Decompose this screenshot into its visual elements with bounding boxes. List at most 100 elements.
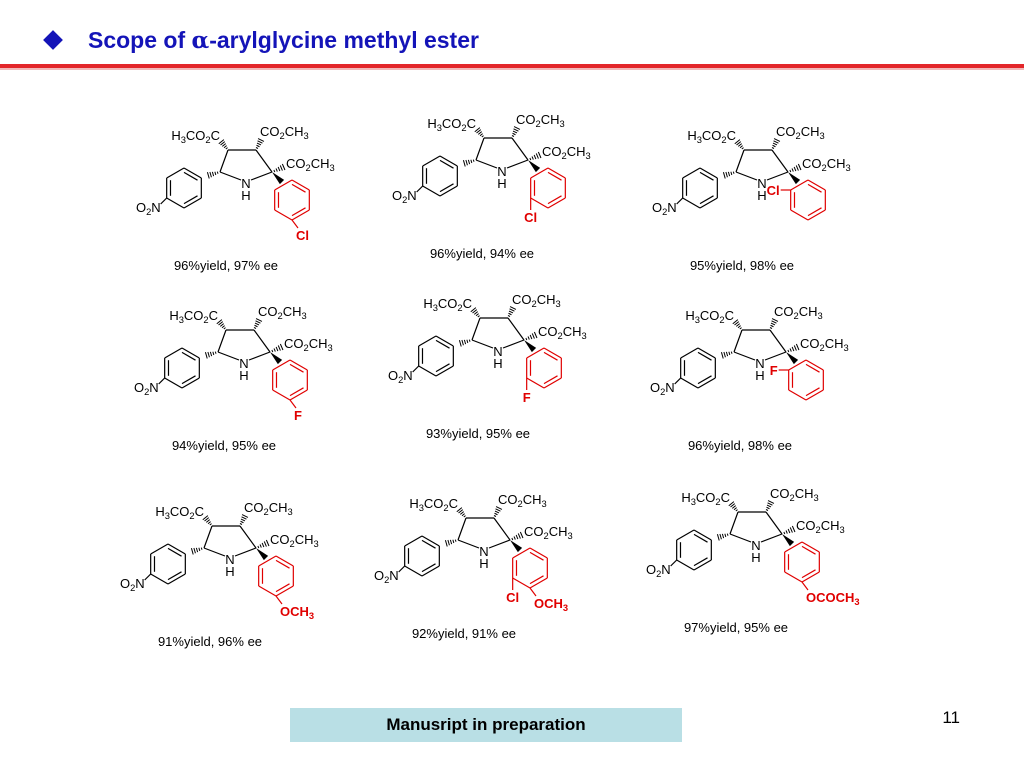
bond	[770, 322, 776, 326]
bond	[670, 559, 678, 567]
substituent-label: F	[294, 408, 302, 423]
bond	[253, 329, 271, 353]
bond	[274, 209, 293, 221]
bond	[791, 525, 796, 533]
bond	[204, 352, 208, 359]
bond	[289, 389, 308, 401]
nitro-label: O2N	[650, 380, 675, 397]
bond	[736, 141, 742, 146]
bond	[239, 523, 243, 525]
title-text: Scope of α-arylglycine methyl ester	[88, 27, 479, 54]
bond	[206, 172, 210, 179]
bond	[472, 309, 478, 314]
bond	[791, 346, 795, 352]
bond	[731, 505, 737, 509]
nitro-label: O2N	[136, 200, 161, 217]
atom-label: N	[757, 176, 766, 191]
bond	[167, 547, 182, 557]
bond	[254, 322, 260, 326]
bond	[248, 351, 271, 361]
bond	[789, 169, 792, 173]
bond	[735, 171, 758, 181]
bond	[765, 509, 769, 511]
bond	[220, 141, 226, 146]
bond	[225, 147, 228, 150]
bond	[241, 514, 249, 518]
bond	[444, 540, 448, 547]
ester-label: H3CO2C	[409, 496, 458, 513]
bond	[517, 533, 521, 539]
bond	[181, 351, 196, 361]
ester-label: H3CO2C	[687, 128, 736, 145]
atom-label: H	[497, 176, 506, 191]
page-number: 11	[942, 708, 960, 727]
bond	[275, 583, 290, 593]
bond	[274, 179, 293, 191]
substituent-label: Cl	[296, 228, 309, 243]
wedge-bond	[272, 172, 285, 185]
bond	[289, 363, 304, 373]
nitro-label: O2N	[120, 576, 145, 593]
bond	[733, 351, 756, 361]
bond	[271, 349, 274, 353]
bond	[793, 166, 797, 172]
ester-label: CO2CH3	[286, 156, 335, 173]
bond	[725, 351, 729, 357]
bond	[183, 197, 202, 209]
ester-label: CO2CH3	[524, 524, 573, 541]
bond	[212, 351, 215, 356]
bond	[454, 539, 457, 542]
bond	[167, 573, 186, 585]
bond	[728, 501, 735, 507]
bond	[739, 145, 743, 149]
bond	[291, 209, 310, 221]
atom-label: H	[479, 556, 488, 571]
bond	[789, 348, 792, 352]
bond	[273, 169, 276, 173]
bond	[474, 127, 481, 133]
bond	[223, 327, 226, 330]
bond	[217, 329, 227, 353]
bond	[493, 515, 497, 517]
bond	[447, 539, 450, 546]
bond	[512, 132, 516, 136]
bond	[765, 511, 783, 535]
bond	[470, 159, 473, 164]
result-label: 91%yield, 96% ee	[158, 634, 262, 649]
atom-label: H	[757, 188, 766, 203]
bond	[791, 168, 794, 172]
bond	[209, 171, 212, 178]
bond	[511, 135, 515, 137]
bond	[543, 351, 558, 361]
bond	[769, 327, 773, 329]
ester-label: CO2CH3	[796, 518, 845, 535]
bond	[412, 365, 420, 373]
bond	[183, 195, 198, 205]
nitro-label: O2N	[646, 562, 671, 579]
bond	[537, 151, 542, 159]
bond	[465, 159, 468, 166]
bond	[289, 387, 304, 397]
bond	[475, 137, 485, 161]
bond	[256, 144, 260, 148]
bond	[466, 339, 469, 344]
bond	[805, 363, 820, 373]
bond	[219, 323, 225, 327]
bond	[259, 544, 262, 548]
bond	[164, 377, 183, 389]
bond	[529, 577, 548, 589]
title-divider-shadow	[0, 68, 1024, 70]
ester-label: CO2CH3	[770, 486, 819, 503]
bond	[772, 142, 778, 146]
substituent-label: OCH3	[534, 596, 568, 613]
bond	[422, 185, 441, 197]
wedge-bond	[786, 352, 799, 365]
atom-label: H	[751, 550, 760, 565]
bond	[787, 528, 791, 534]
bond	[719, 533, 722, 540]
bond	[263, 541, 267, 547]
bond	[507, 317, 525, 341]
